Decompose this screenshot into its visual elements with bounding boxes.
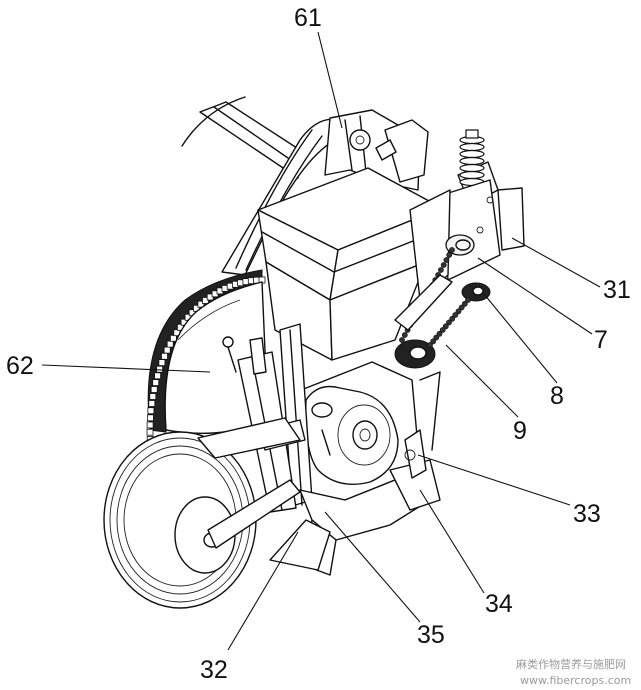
gear-tooth — [156, 365, 164, 373]
chain-link — [449, 247, 455, 253]
chain-link — [442, 323, 449, 330]
leader-lines — [41, 31, 601, 651]
chain-link — [433, 334, 440, 341]
spring-coil — [459, 156, 485, 166]
watermark: 麻类作物营养与施肥网 www.fibercrops.com — [516, 657, 631, 687]
chain-link — [437, 267, 444, 273]
chain-link — [399, 337, 405, 343]
gear-tooth — [152, 379, 160, 387]
chain-link — [461, 300, 468, 307]
chain-link — [443, 257, 450, 263]
hopper — [257, 167, 443, 361]
chain-link — [446, 319, 452, 326]
gear-tooth — [158, 359, 166, 367]
chain-link — [401, 332, 408, 338]
gear-tooth — [197, 300, 205, 308]
callout-31: 31 — [603, 276, 631, 304]
gear-tooth — [146, 414, 154, 422]
frame-beam — [181, 96, 301, 179]
gear-tooth — [202, 297, 209, 304]
ground-wheel — [103, 417, 301, 609]
chain-link — [430, 338, 437, 345]
spring-coil — [459, 163, 485, 173]
spring-coil — [459, 170, 485, 180]
chain-link — [465, 297, 471, 303]
chain-link — [452, 312, 459, 318]
callout-9: 9 — [513, 417, 527, 445]
callout-33: 33 — [573, 500, 601, 528]
callout-7: 7 — [594, 326, 608, 354]
gear-tooth — [163, 346, 171, 354]
gear-tooth — [166, 340, 174, 348]
callout-8: 8 — [550, 382, 564, 410]
chain-link — [439, 327, 446, 333]
gear-tooth — [147, 407, 155, 415]
chain-link — [449, 315, 456, 322]
furrow-opener — [269, 371, 441, 576]
callout-34: 34 — [485, 590, 513, 618]
callout-labels: 61 62 31 7 8 9 33 34 35 32 — [6, 4, 631, 684]
gear-tooth — [146, 421, 154, 429]
chain-link — [440, 262, 447, 268]
chain-link — [427, 342, 433, 348]
gear-tooth — [146, 428, 154, 436]
seed-meter — [295, 361, 421, 501]
callout-61: 61 — [294, 4, 322, 32]
gear-tooth — [161, 352, 168, 360]
spring-bracket — [409, 129, 525, 301]
watermark-line1: 麻类作物营养与施肥网 — [516, 657, 626, 671]
chain-drive — [394, 234, 491, 369]
callout-62: 62 — [6, 352, 34, 380]
spring-coil — [459, 142, 485, 152]
watermark-line2: www.fibercrops.com — [520, 674, 631, 687]
gear-tooth — [154, 372, 162, 380]
gear-tooth — [169, 334, 177, 342]
callout-35: 35 — [417, 621, 445, 649]
chain-link — [446, 252, 453, 258]
gear-wheel — [146, 269, 269, 443]
chain-link — [436, 330, 443, 337]
spring-cap — [465, 129, 479, 139]
drive-arm — [221, 109, 429, 276]
gear-tooth — [150, 386, 158, 393]
chain-link — [458, 304, 465, 311]
spring-coil — [459, 149, 485, 159]
callout-32: 32 — [200, 656, 228, 684]
gear-tooth — [148, 400, 156, 407]
chain-link — [455, 308, 462, 315]
gear-tooth — [149, 393, 157, 400]
